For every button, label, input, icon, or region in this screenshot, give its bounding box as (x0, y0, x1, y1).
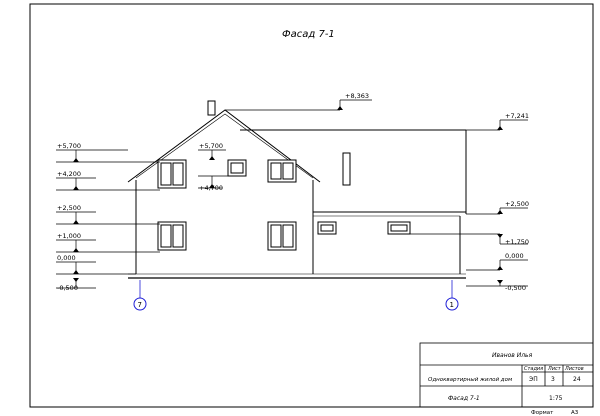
stamp-sheet: 3 (551, 376, 555, 383)
stamp-col-stage: Стадия (524, 366, 543, 372)
stamp-format: А3 (571, 410, 579, 416)
level-left-3: +2,500 (57, 204, 81, 212)
window-annex-left (317, 221, 337, 235)
stamp-sheet-title: Фасад 7-1 (448, 395, 480, 402)
drawing-title: Фасад 7-1 (282, 29, 335, 40)
level-center-2: +5,700 (199, 142, 223, 150)
axis-markers: 7 1 (133, 280, 459, 311)
stamp-author: Иванов Илья (492, 352, 533, 359)
level-center-1: +8,363 (345, 92, 369, 100)
level-left-2: +4,200 (57, 170, 81, 178)
stamp-project: Одноквартирный жилой дом (428, 377, 512, 383)
level-right-5: -0,500 (505, 284, 526, 292)
stamp-format-label: Формат (531, 410, 554, 416)
stamp-sheets: 24 (573, 376, 581, 383)
level-left-4: +1,000 (57, 232, 81, 240)
level-labels-left: +5,700 +4,200 +2,500 +1,000 0,000 -0,500 (57, 142, 81, 292)
window-upper-right (267, 159, 297, 183)
level-right-4: 0,000 (505, 252, 524, 260)
windows (157, 159, 411, 251)
level-markers (73, 106, 503, 284)
axis-1-label: 1 (450, 301, 454, 309)
stamp-col-sheet: Лист (547, 366, 562, 372)
level-right-2: +2,500 (505, 200, 529, 208)
window-annex-right (387, 221, 411, 235)
rear-volume (240, 129, 467, 214)
level-labels-center: +8,363 +5,700 +4,700 (199, 92, 369, 192)
level-left-6: -0,500 (57, 284, 78, 292)
window-lower-left (157, 221, 187, 251)
level-leaders-center (198, 99, 372, 189)
level-right-3: +1,750 (505, 238, 529, 246)
axis-1-marker (445, 297, 459, 311)
level-labels-right: +7,241 +2,500 +1,750 0,000 -0,500 (505, 112, 529, 292)
level-center-3: +4,700 (199, 184, 223, 192)
title-block-text: Иванов Илья Стадия Лист Листов Однокварт… (428, 352, 584, 416)
title-block (419, 342, 594, 408)
axis-7-marker (133, 297, 147, 311)
level-left-5: 0,000 (57, 254, 76, 262)
sheet-frame (29, 3, 594, 408)
window-upper-small (227, 159, 247, 177)
window-lower-right (267, 221, 297, 251)
annex-volume (313, 211, 466, 274)
vent-stack (342, 152, 351, 186)
level-left-1: +5,700 (57, 142, 81, 150)
stamp-stage: ЭП (529, 376, 538, 383)
axis-7-label: 7 (138, 301, 142, 309)
stamp-scale: 1:75 (549, 395, 563, 402)
window-upper-left (157, 159, 187, 189)
chimney (207, 100, 216, 116)
level-right-1: +7,241 (505, 112, 529, 120)
stamp-col-sheets: Листов (564, 366, 584, 372)
